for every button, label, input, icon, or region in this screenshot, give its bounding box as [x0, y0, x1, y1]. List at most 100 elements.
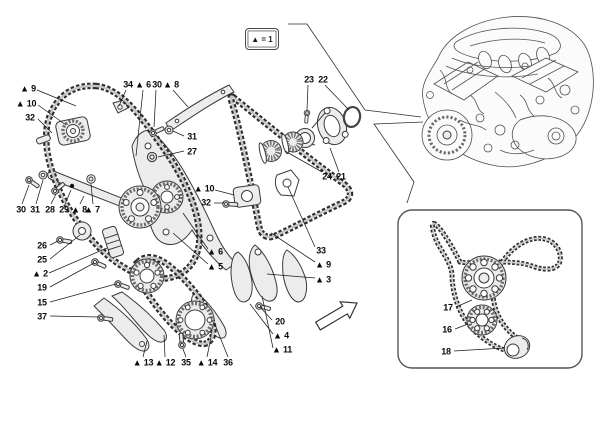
leader-line-10-left — [37, 104, 67, 126]
leader-line-2 — [48, 247, 108, 274]
leader-line-33 — [287, 186, 316, 248]
callout-9-right: ▲ 9 — [315, 259, 331, 270]
leader-line-13 — [142, 340, 148, 358]
leader-line-28 — [50, 193, 57, 205]
callout-16: 16 — [442, 324, 452, 335]
callout-30-bottom: 30 — [16, 204, 26, 215]
leader-line-3 — [266, 273, 316, 279]
callout-17: 17 — [443, 302, 453, 313]
callout-19: 19 — [37, 282, 47, 293]
callout-23: 23 — [304, 74, 314, 85]
callout-13: ▲ 13 — [132, 357, 154, 368]
legend-text: ▲ = 1 — [251, 34, 273, 44]
callout-2: ▲ 2 — [32, 268, 48, 279]
legend-box: ▲ = 1 — [245, 28, 279, 50]
chain-tensioner — [72, 221, 125, 259]
leader-line-37 — [49, 315, 100, 318]
crank-sprocket — [129, 258, 165, 294]
cam-sprockets — [118, 180, 184, 229]
leader-line-10-mid — [214, 189, 235, 196]
leader-line-26 — [49, 240, 59, 246]
gasket — [274, 169, 300, 197]
callout-30-top: 30 — [152, 79, 162, 90]
callout-32-left: 32 — [25, 112, 35, 123]
leader-line-16 — [454, 323, 469, 330]
callout-21: 21 — [336, 171, 346, 182]
leader-line-32-left — [37, 118, 53, 134]
leader-line-5 — [172, 232, 209, 265]
leader-line-31-top — [172, 130, 185, 137]
leader-line-6-top — [135, 89, 144, 157]
callout-12: ▲ 12 — [154, 357, 176, 368]
callout-22: 22 — [318, 74, 328, 85]
leader-line-25 — [49, 234, 81, 260]
leader-line-30-bottom — [21, 184, 30, 205]
callout-6-mid: ▲ 6 — [207, 246, 223, 257]
inset-small-sprocket — [466, 304, 498, 336]
callout-14: ▲ 14 — [196, 357, 218, 368]
callout-31-top: 31 — [187, 131, 197, 142]
callout-27: 27 — [187, 146, 197, 157]
callout-6-top: ▲ 6 — [135, 79, 151, 90]
leader-line-24 — [284, 150, 323, 173]
leader-line-21 — [329, 147, 340, 173]
callout-33: 33 — [316, 245, 326, 256]
leader-line-30-top — [153, 89, 157, 128]
leader-line-8-top — [172, 89, 189, 108]
callout-15: 15 — [37, 297, 47, 308]
callout-18: 18 — [441, 346, 451, 357]
leader-line-35 — [182, 348, 187, 358]
callout-26: 26 — [37, 240, 47, 251]
callout-8-top: ▲ 8 — [163, 79, 179, 90]
engine-illustration — [421, 16, 594, 168]
callout-20: 20 — [275, 316, 285, 327]
leader-line-19 — [49, 262, 95, 288]
leader-line-31-bottom — [35, 179, 44, 205]
water-pump — [258, 105, 362, 164]
callout-5: ▲ 5 — [207, 261, 223, 272]
leader-line-27 — [157, 150, 185, 158]
callout-10-mid: ▲ 10 — [193, 183, 215, 194]
leader-lines — [21, 84, 505, 358]
callout-24: 24 — [322, 171, 332, 182]
callout-25: 25 — [37, 254, 47, 265]
leader-line-22 — [324, 84, 350, 111]
leader-line-9-right — [270, 232, 316, 263]
leader-line-7 — [90, 183, 94, 205]
leader-line-6-mid — [182, 212, 209, 250]
callout-32-mid: 32 — [201, 197, 211, 208]
leader-line-34 — [118, 89, 127, 107]
o-ring — [342, 105, 362, 129]
leader-line-12 — [163, 334, 166, 358]
leader-line-14 — [206, 336, 212, 358]
callout-31-bottom: 31 — [30, 204, 40, 215]
chain-guides — [47, 84, 308, 352]
direction-arrow-icon — [314, 301, 358, 331]
inset-chain-drive — [432, 223, 560, 359]
callout-28: 28 — [45, 204, 55, 215]
callout-34: 34 — [123, 79, 133, 90]
vvt-actuator-left — [36, 116, 91, 146]
leader-line-29 — [64, 189, 72, 205]
callout-29: 29 — [59, 204, 69, 215]
callout-8-bottom: ▲ 8 — [71, 204, 87, 215]
callout-4: ▲ 4 — [273, 330, 289, 341]
pointer-lines — [288, 23, 424, 204]
leader-line-36 — [213, 321, 229, 358]
callout-3: ▲ 3 — [315, 274, 331, 285]
callout-7: ▲ 7 — [84, 204, 100, 215]
inset-large-sprocket — [461, 255, 507, 301]
callout-9-left: ▲ 9 — [20, 83, 36, 94]
callout-35: 35 — [181, 357, 191, 368]
oil-pump-sprocket — [175, 300, 215, 340]
knurled-rollers — [258, 131, 304, 164]
inset-chain-link — [503, 335, 531, 359]
leader-line-9-left — [36, 89, 77, 107]
vvt-actuator-mid — [232, 184, 262, 208]
callout-36: 36 — [223, 357, 233, 368]
callout-37: 37 — [37, 311, 47, 322]
callout-10-left: ▲ 10 — [15, 98, 37, 109]
callout-11: ▲ 11 — [271, 344, 293, 355]
